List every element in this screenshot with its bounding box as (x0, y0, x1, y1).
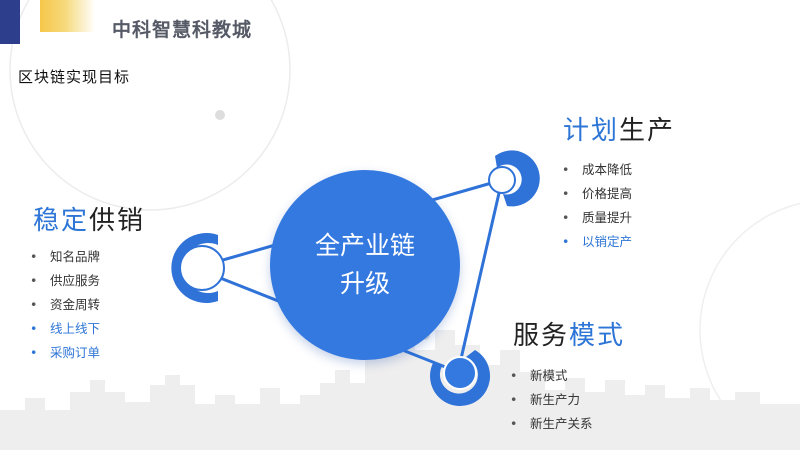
list-item: 供应服务 (30, 269, 100, 293)
brand-title: 中科智慧科教城 (112, 19, 253, 41)
service-list: 新模式 新生产力 新生产关系 (510, 364, 593, 436)
decor-arc-right (699, 202, 800, 450)
center-title-line2: 升级 (339, 269, 390, 298)
service-heading-rest: 服务 (513, 321, 570, 351)
connector-line (456, 179, 504, 373)
list-item: 资金周转 (30, 293, 100, 317)
plan-heading-rest: 生产 (619, 116, 676, 146)
plan-heading: 计划生产 (563, 110, 675, 147)
stable-list: 知名品牌 供应服务 资金周转 线上线下 采购订单 (30, 245, 100, 365)
plan-heading-accent: 计划 (563, 116, 620, 146)
list-item: 线上线下 (30, 317, 100, 341)
decor-block-navy (0, 0, 20, 44)
service-heading: 服务模式 (513, 315, 625, 352)
page-subtitle: 区块链实现目标 (18, 68, 131, 86)
stable-heading-rest: 供销 (89, 206, 146, 236)
city-skyline (0, 330, 800, 450)
stable-heading-accent: 稳定 (33, 206, 90, 236)
center-circle: 全产业链 升级 (270, 170, 460, 360)
list-item: 采购订单 (30, 341, 100, 365)
list-item: 知名品牌 (30, 245, 100, 269)
service-heading-accent: 模式 (569, 321, 626, 351)
list-item: 价格提高 (562, 182, 632, 206)
list-item: 新模式 (510, 364, 593, 388)
node-plan (488, 150, 540, 207)
decor-arc-left (9, 0, 291, 211)
stable-heading: 稳定供销 (33, 200, 145, 237)
list-item: 质量提升 (562, 206, 632, 230)
node-arc (495, 150, 540, 207)
center-title-line1: 全产业链 (314, 231, 415, 260)
node-stable (171, 233, 225, 304)
list-item: 以销定产 (562, 230, 632, 254)
plan-list: 成本降低 价格提高 质量提升 以销定产 (562, 158, 632, 254)
decor-dot (215, 110, 225, 120)
decor-block-yellow (40, 0, 95, 32)
list-item: 成本降低 (562, 158, 632, 182)
list-item: 新生产力 (510, 388, 593, 412)
list-item: 新生产关系 (510, 412, 593, 436)
node-service (430, 350, 491, 407)
